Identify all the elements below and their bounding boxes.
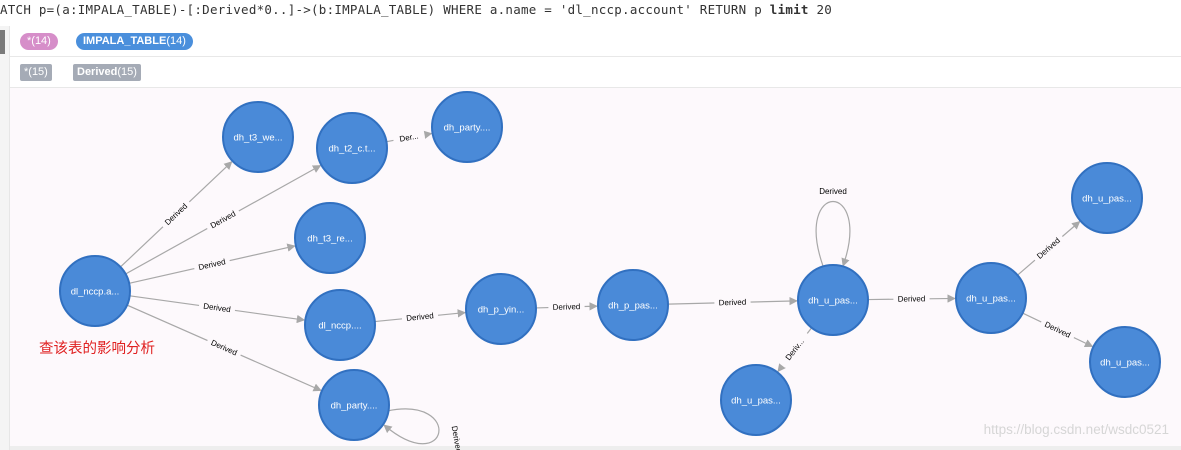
watermark: https://blog.csdn.net/wsdc0521 — [983, 422, 1169, 437]
node-label: dh_u_pas... — [1082, 194, 1132, 205]
node-label: dh_party.... — [331, 401, 378, 412]
cypher-query-bar[interactable]: ATCH p=(a:IMPALA_TABLE)-[:Derived*0..]->… — [0, 0, 1181, 23]
graph-node-n10[interactable]: dh_u_pas... — [1071, 162, 1143, 234]
graph-node-n7[interactable]: dh_p_pas... — [597, 269, 669, 341]
legend-rel-all[interactable]: *(15) — [20, 64, 52, 81]
relationship-label: Derived — [553, 302, 581, 312]
relationship-label: Derived — [1043, 320, 1072, 340]
relationship-edge-8[interactable]: Derived — [815, 187, 851, 267]
query-text: ATCH p=(a:IMPALA_TABLE)-[:Derived*0..]->… — [0, 2, 770, 17]
relationship-label: Derived — [406, 311, 434, 323]
annotation-text: 查该表的影响分析 — [39, 341, 155, 357]
node-label: dh_t3_we... — [233, 133, 282, 144]
relationship-edge-14[interactable]: Derived — [383, 408, 464, 450]
relationship-label: Derived — [198, 257, 227, 272]
relationship-label: Derived — [163, 202, 189, 227]
relationship-label: Derived — [450, 425, 464, 450]
relationship-types-legend: *(15) Derived(15) — [10, 57, 1181, 88]
graph-node-n8[interactable]: dh_u_pas... — [797, 264, 869, 336]
node-label: dl_nccp.... — [318, 321, 361, 332]
node-label: dh_u_pas... — [966, 294, 1016, 305]
node-label: dh_p_pas... — [608, 301, 658, 312]
node-label: dl_nccp.a... — [71, 287, 120, 298]
graph-node-n0[interactable]: dl_nccp.a... — [59, 255, 131, 327]
relationship-label: Derived — [1035, 236, 1062, 261]
relationship-label: Derived — [719, 298, 747, 308]
relationship-label: Derived — [898, 294, 926, 303]
legend-node-all[interactable]: *(14) — [20, 33, 58, 50]
relationship-edge-10[interactable]: Derived — [1017, 220, 1081, 276]
graph-node-n12[interactable]: dh_u_pas... — [720, 364, 792, 436]
graph-bottom-border — [10, 446, 1181, 450]
graph-node-n5[interactable]: dl_nccp.... — [304, 289, 376, 361]
node-label: dh_u_pas... — [808, 296, 858, 307]
node-label: dh_t3_re... — [307, 234, 352, 245]
query-limit-keyword: limit — [769, 2, 809, 17]
legend-rel-derived[interactable]: Derived(15) — [73, 64, 141, 81]
relationship-edge-5[interactable]: Derived — [374, 309, 467, 323]
frame-indicator — [0, 30, 5, 54]
node-labels-legend: *(14) IMPALA_TABLE(14) — [10, 26, 1181, 57]
graph-node-n11[interactable]: dh_u_pas... — [1089, 326, 1161, 398]
relationship-edge-12[interactable]: Deriv... — [777, 327, 813, 373]
graph-node-n6[interactable]: dh_p_yin... — [465, 273, 537, 345]
query-limit-value: 20 — [808, 2, 833, 17]
result-frame-gutter — [0, 26, 10, 450]
relationship-edge-3[interactable]: Derived — [129, 243, 296, 284]
relationship-edge-6[interactable]: Derived — [535, 300, 598, 312]
relationship-edge-7[interactable]: Derived — [667, 296, 798, 308]
legend-node-impala-table[interactable]: IMPALA_TABLE(14) — [76, 33, 193, 50]
graph-node-n1[interactable]: dh_t3_we... — [222, 101, 294, 173]
relationship-edge-9[interactable]: Derived — [867, 292, 956, 304]
relationship-edge-0[interactable]: Derived — [120, 161, 233, 268]
graph-node-n4[interactable]: dh_t3_re... — [294, 202, 366, 274]
relationship-edge-11[interactable]: Derived — [1022, 312, 1094, 348]
node-label: dh_t2_c.t... — [328, 144, 375, 155]
relationship-edge-4[interactable]: Derived — [129, 295, 306, 324]
relationship-label: Deriv... — [784, 337, 806, 362]
node-label: dh_u_pas... — [731, 396, 781, 407]
node-label: dh_party.... — [444, 123, 491, 134]
relationship-label: Derived — [210, 338, 239, 357]
relationship-label: Derived — [209, 209, 237, 230]
relationship-label: Der... — [399, 131, 419, 143]
graph-node-n2[interactable]: dh_t2_c.t... — [316, 112, 388, 184]
relationship-label: Derived — [203, 302, 232, 315]
graph-node-n9[interactable]: dh_u_pas... — [955, 262, 1027, 334]
relationship-edge-2[interactable]: Der... — [386, 128, 433, 144]
graph-node-n13[interactable]: dh_party.... — [318, 369, 390, 441]
node-label: dh_p_yin... — [478, 305, 524, 316]
relationship-label: Derived — [819, 187, 847, 196]
graph-node-n3[interactable]: dh_party.... — [431, 91, 503, 163]
node-label: dh_u_pas... — [1100, 358, 1150, 369]
